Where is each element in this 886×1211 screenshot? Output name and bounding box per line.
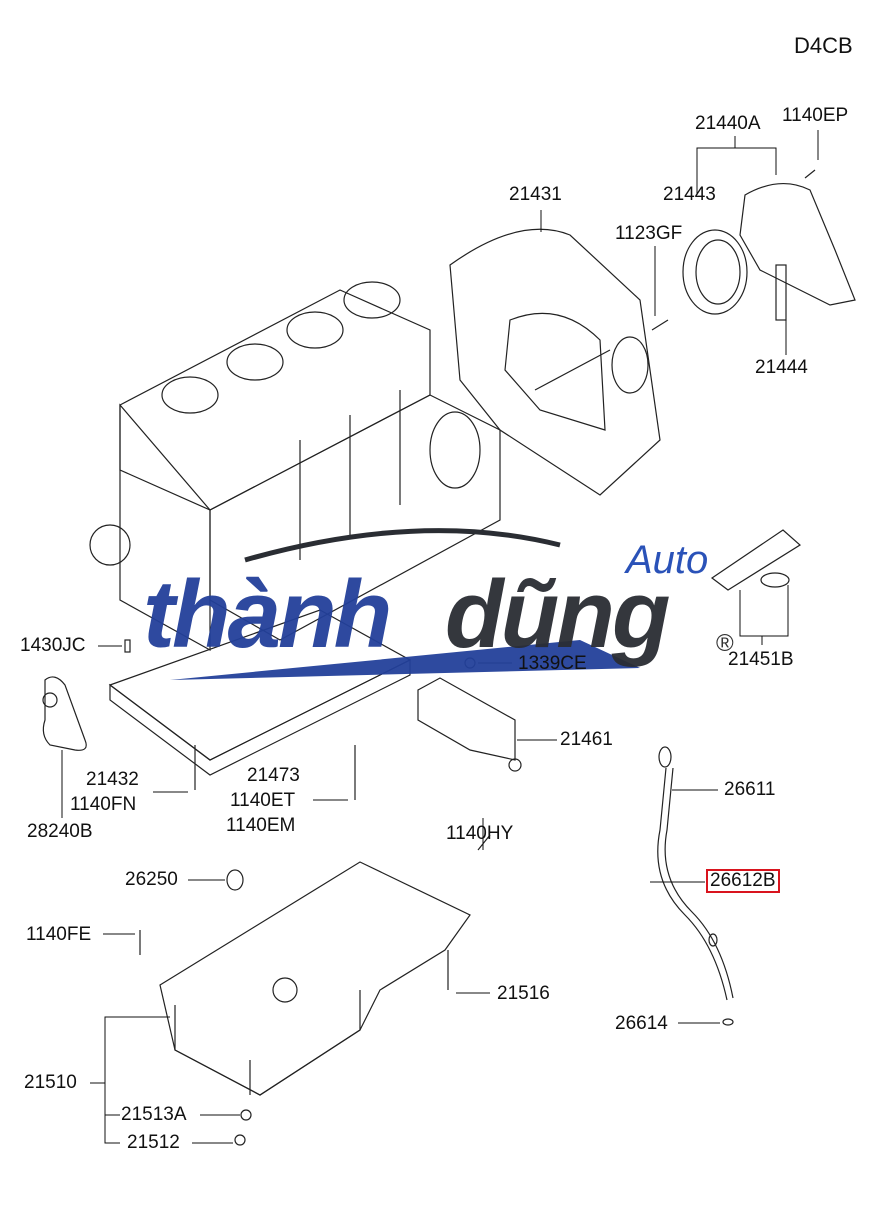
part-label-26612B-highlighted[interactable]: 26612B [706,869,780,893]
sealant-tube-drawing [710,529,802,591]
part-label-1140ET[interactable]: 1140ET [230,790,296,811]
part-label-26614[interactable]: 26614 [615,1013,668,1034]
part-label-21431[interactable]: 21431 [509,184,562,205]
part-label-1140EM[interactable]: 1140EM [226,815,296,836]
watermark-swoosh [244,528,561,563]
part-label-1339CE[interactable]: 1339CE [518,653,587,674]
part-label-1123GF[interactable]: 1123GF [615,223,683,244]
part-label-1140FE[interactable]: 1140FE [26,924,92,945]
engine-code: D4CB [794,33,853,58]
part-label-1140FN[interactable]: 1140FN [70,794,137,815]
part-label-21443[interactable]: 21443 [663,184,716,205]
part-label-26611[interactable]: 26611 [724,779,776,800]
part-label-21473[interactable]: 21473 [247,765,300,786]
part-label-1140HY[interactable]: 1140HY [446,823,514,844]
part-label-21461[interactable]: 21461 [560,729,613,750]
watermark-registered-mark: ® [716,630,734,657]
part-label-21444[interactable]: 21444 [755,357,808,378]
part-label-1140EP[interactable]: 1140EP [782,105,849,126]
part-label-1430JC[interactable]: 1430JC [20,635,86,656]
part-label-26250[interactable]: 26250 [125,869,178,890]
engine-block-drawing [89,281,501,652]
baffle-drawing [417,677,522,772]
leader-lines [61,130,819,1144]
seal-case-drawing [682,169,856,321]
watermark-auto: Auto [626,538,709,582]
watermark-underline [170,640,640,680]
part-label-21440A[interactable]: 21440A [695,113,761,134]
dipstick-drawing [657,746,734,1026]
watermark-brand-thanh: thành [143,561,392,668]
bolts-drawing [124,319,669,1146]
watermark-brand-dung: dũng [445,561,671,668]
oil-pan-drawing [159,861,471,1096]
part-label-21451B[interactable]: 21451B [728,649,794,670]
part-label-21510[interactable]: 21510 [24,1072,77,1093]
part-label-21432[interactable]: 21432 [86,769,139,790]
part-label-28240B[interactable]: 28240B [27,821,93,842]
strainer-drawing [42,676,87,751]
part-label-21512[interactable]: 21512 [127,1132,180,1153]
part-label-21513A[interactable]: 21513A [121,1104,187,1125]
rear-plate-drawing [449,228,661,496]
part-label-21516[interactable]: 21516 [497,983,550,1004]
